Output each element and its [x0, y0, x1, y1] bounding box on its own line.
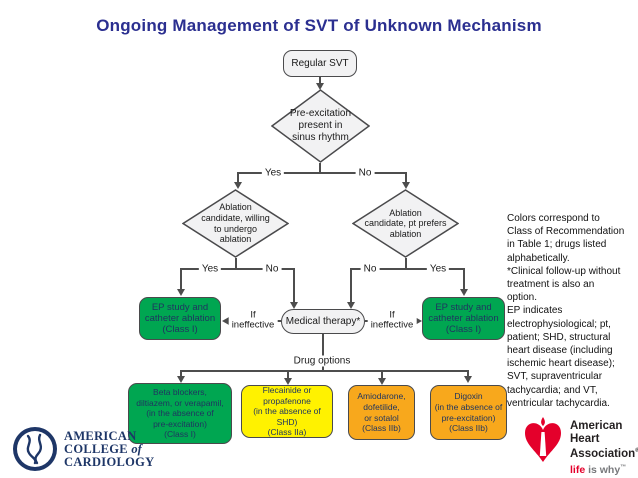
connector-line	[237, 172, 406, 174]
trademark-mark: ™	[620, 464, 627, 471]
connector-line	[180, 370, 468, 372]
branch-label-yes: Yes	[426, 263, 450, 275]
acc-line2-of: of	[131, 441, 142, 456]
decision-ablation-prefers: Ablation candidate, pt prefers ablation	[352, 189, 459, 258]
aha-tagline-life: life	[570, 464, 586, 477]
aha-line1: American	[570, 420, 623, 432]
diamond-shape-icon	[352, 189, 459, 258]
diamond-shape-icon	[271, 89, 370, 163]
connector-line	[319, 163, 321, 172]
connector-line	[405, 172, 407, 182]
connector-line	[287, 370, 289, 378]
node-drug-digoxin: Digoxin (in the absence of pre-excitatio…	[430, 385, 507, 440]
connector-line	[467, 370, 469, 376]
registered-mark: ®	[635, 448, 638, 454]
connector-line	[319, 77, 321, 84]
decision-ablation-willing: Ablation candidate, willing to undergo a…	[182, 189, 289, 258]
connector-line	[381, 370, 383, 378]
branch-label-yes: Yes	[261, 167, 285, 179]
aha-line3: Association	[570, 447, 636, 460]
connector-line	[350, 268, 464, 270]
diamond-shape-icon	[182, 189, 289, 258]
connector-line	[180, 268, 182, 289]
node-drug-flecainide: Flecainide or propafenone (in the absenc…	[241, 385, 333, 438]
node-regular-svt: Regular SVT	[283, 50, 357, 77]
arrowhead-down-icon	[464, 376, 472, 383]
acc-wordmark: AMERICAN COLLEGE of CARDIOLOGY	[64, 428, 155, 469]
legend-note: Colors correspond to Class of Recommenda…	[507, 213, 625, 409]
connector-line	[322, 334, 324, 370]
decision-preexcitation: Pre-excitation present in sinus rhythm	[271, 89, 370, 163]
acc-emblem-icon	[13, 427, 57, 471]
branch-label-no: No	[355, 167, 375, 179]
connector-line	[405, 258, 407, 268]
aha-wordmark: American Heart Association® life is why™	[570, 412, 638, 476]
arrowhead-right-icon	[415, 317, 422, 325]
arrowhead-down-icon	[177, 289, 185, 296]
aha-tagline: life is why™	[570, 464, 638, 476]
acc-line3: CARDIOLOGY	[64, 454, 155, 469]
drug-options-label: Drug options	[290, 355, 354, 367]
arrowhead-down-icon	[177, 376, 185, 383]
connector-line	[180, 370, 182, 376]
acc-line1: AMERICAN	[64, 428, 137, 443]
node-ep-study-right: EP study and catheter ablation (Class I)	[422, 297, 505, 340]
decision-ablation-willing-label: Ablation candidate, willing to undergo a…	[201, 202, 270, 245]
aha-line2: Heart	[570, 432, 600, 445]
node-ep-study-left: EP study and catheter ablation (Class I)	[139, 297, 221, 340]
arrowhead-left-icon	[222, 317, 229, 325]
node-drug-amiodarone: Amiodarone, dofetilide, or sotalol (Clas…	[348, 385, 415, 440]
acc-logo: AMERICAN COLLEGE of CARDIOLOGY	[12, 426, 155, 472]
connector-line	[463, 268, 465, 289]
arrowhead-down-icon	[402, 182, 410, 189]
arrowhead-down-icon	[460, 289, 468, 296]
decision-preexcitation-label: Pre-excitation present in sinus rhythm	[289, 108, 352, 143]
branch-label-yes: Yes	[198, 263, 222, 275]
node-medical-therapy: Medical therapy*	[281, 309, 365, 334]
connector-line	[293, 268, 295, 302]
aha-logo: American Heart Association® life is why™	[523, 412, 638, 476]
if-ineffective-label: If ineffective	[228, 310, 278, 332]
arrowhead-down-icon	[316, 83, 324, 90]
page-title: Ongoing Management of SVT of Unknown Mec…	[96, 16, 542, 35]
arrowhead-down-icon	[284, 378, 292, 385]
if-ineffective-label: If ineffective	[367, 310, 417, 332]
branch-label-no: No	[262, 263, 282, 275]
connector-line	[235, 258, 237, 268]
connector-line	[180, 268, 294, 270]
connector-line	[237, 172, 239, 182]
arrowhead-down-icon	[234, 182, 242, 189]
aha-heart-torch-icon	[525, 417, 561, 462]
branch-label-no: No	[360, 263, 380, 275]
node-drug-beta-blockers: Beta blockers, diltiazem, or verapamil, …	[128, 383, 232, 444]
connector-line	[350, 268, 352, 302]
arrowhead-down-icon	[378, 378, 386, 385]
arrowhead-down-icon	[347, 302, 355, 309]
arrowhead-down-icon	[290, 302, 298, 309]
aha-tagline-rest: is why	[585, 464, 621, 477]
acc-line2: COLLEGE	[64, 441, 128, 456]
decision-ablation-prefers-label: Ablation candidate, pt prefers ablation	[364, 207, 447, 239]
